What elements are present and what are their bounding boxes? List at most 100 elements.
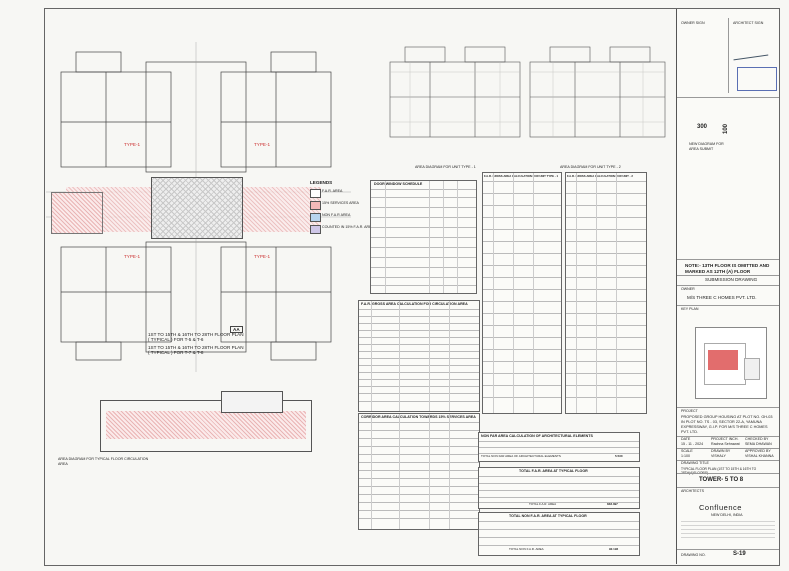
checked-label: CHECKED BY	[745, 437, 769, 441]
title-block: OWNER SIGN ARCHITECT SIGN 300 100 NEW DI…	[676, 9, 779, 564]
table-title: F.A.R. GROSS AREA CALCULATION FOR UNIT -…	[567, 174, 633, 178]
scale-number: 300	[697, 124, 708, 130]
date-value: 15 - 11 - 2024	[681, 442, 704, 446]
drawn-label: DRAWN BY	[711, 449, 731, 453]
total-non-far-value: 92.192	[609, 547, 619, 551]
legend-swatch	[310, 201, 321, 210]
scale-value: 1:100	[681, 454, 690, 458]
plan-note: ( TYPICAL ) FOR T-5 & T-6	[148, 337, 204, 342]
non-far-total-value: 5.530	[615, 454, 623, 458]
submission-label: SUBMISSION DRAWING	[705, 277, 758, 282]
legend-label: COUNTED IN 15% F.A.R. AREA	[322, 225, 374, 229]
drawing-no: S-19	[733, 551, 746, 557]
project-incharge-value: Rachna Sehrawat	[711, 442, 740, 446]
key-plan-label: KEY PLAN	[681, 307, 699, 311]
legend-swatch	[310, 189, 321, 198]
legend-item: 15% SERVICES AREA	[310, 200, 362, 212]
signature-mark	[730, 34, 769, 61]
project-label: PROJECT	[681, 409, 698, 413]
non-far-elements-table: NON FAR AREA CALCULATION OF ARCHITECTURA…	[478, 432, 640, 462]
plan-note: 1ST TO 15TH & 16TH TO 28TH FLOOR PLAN	[148, 332, 244, 337]
legend-item: F.A.R. AREA	[310, 188, 362, 200]
drawing-title-label: DRAWING TITLE	[681, 461, 709, 465]
staircase-area	[51, 192, 103, 234]
corridor-services-table: CORRIDOR AREA CALCULATION TOWARDS 15% SE…	[358, 413, 480, 530]
scale-label: SCALE	[681, 449, 693, 453]
legend-swatch	[310, 225, 321, 234]
legend: LEGENDS F.A.R. AREA 15% SERVICES AREA NO…	[310, 180, 374, 236]
unit-type-1-diagram	[385, 42, 525, 147]
legend-item: COUNTED IN 15% F.A.R. AREA	[310, 224, 374, 236]
architects-label: ARCHITECTS	[681, 489, 704, 493]
door-window-schedule: DOOR WINDOW SCHEDULE	[370, 180, 477, 294]
firm-name: Confluence	[699, 503, 742, 512]
total-far-label: TOTAL F.A.R. AREA	[529, 502, 557, 506]
project-description: PROPOSED GROUP HOUSING AT PLOT NO. GH-03…	[681, 415, 773, 434]
floor-plan-typical: TYPE-1 TYPE-1 TYPE-1 TYPE-1 AA	[46, 42, 351, 372]
unit-tag: TYPE-1	[124, 254, 141, 259]
total-far-table: TOTAL F.A.R. AREA AT TYPICAL FLOOR TOTAL…	[478, 467, 640, 509]
scale-caption: NEW DIAGRAM FOR	[689, 142, 724, 146]
checked-value: SEMA DHAWAN	[745, 442, 772, 446]
approved-label: APPROVED BY	[745, 449, 771, 453]
unit-type-1-caption: AREA DIAGRAM FOR UNIT TYPE - 1	[415, 165, 476, 169]
key-plan-tower-highlight	[708, 350, 738, 370]
total-non-far-table: TOTAL NON F.A.R. AREA AT TYPICAL FLOOR T…	[478, 512, 640, 556]
scale-number: 100	[723, 123, 730, 135]
legend-label: NON F.A.R AREA	[322, 213, 351, 217]
table-title: TOTAL F.A.R. AREA AT TYPICAL FLOOR	[519, 469, 588, 473]
unit-type-2-diagram	[525, 42, 670, 147]
table-title: DOOR WINDOW SCHEDULE	[374, 182, 423, 186]
approved-value: VISHAL KHANNA	[745, 454, 774, 458]
scale-caption: AREA SUBMIT	[689, 147, 714, 151]
architect-sign-label: ARCHITECT SIGN	[733, 21, 764, 25]
legend-item: NON F.A.R AREA	[310, 212, 362, 224]
key-plan	[695, 327, 767, 399]
owner-sign-label: OWNER SIGN	[681, 21, 705, 25]
project-incharge-label: PROJECT INCH.	[711, 437, 739, 441]
floor-note: NOTE:- 13TH FLOOR IS OMITTED AND MARKED …	[685, 263, 770, 274]
unit-type-1-linework	[389, 46, 521, 138]
unit-tag: TYPE-1	[254, 142, 271, 147]
table-title: NON FAR AREA CALCULATION OF ARCHITECTURA…	[481, 434, 593, 438]
total-non-far-label: TOTAL NON F.A.R. AREA	[509, 547, 544, 551]
legend-label: F.A.R. AREA	[322, 189, 343, 193]
lift-box	[221, 391, 283, 413]
table-title: F.A.R. GROSS AREA CALCULATION FOR UNIT T…	[484, 174, 559, 178]
unit-type-2-linework	[529, 46, 666, 138]
plan-notes: 1ST TO 15TH & 16TH TO 28TH FLOOR PLAN ( …	[148, 332, 244, 355]
drawing-no-label: DRAWING NO.	[681, 553, 706, 557]
firm-location: NEW DELHI, INDIA	[711, 513, 743, 517]
legend-swatch	[310, 213, 321, 222]
firm-address-lines	[681, 521, 775, 541]
date-label: DATE	[681, 437, 691, 441]
approval-stamp	[737, 67, 777, 91]
plan-note: ( TYPICAL ) FOR T-7 & T-8	[148, 350, 204, 355]
unit-tag: TYPE-1	[254, 254, 271, 259]
circulation-caption: AREA DIAGRAM FOR TYPICAL FLOOR CIRCULATI…	[58, 457, 149, 461]
circulation-caption: AREA	[58, 462, 68, 466]
lift-core	[151, 177, 243, 239]
drawn-value: VISHALY	[711, 454, 726, 458]
table-title: CORRIDOR AREA CALCULATION TOWARDS 15% SE…	[361, 415, 476, 419]
key-plan-tower	[744, 358, 760, 380]
total-far-value: 848.397	[607, 502, 618, 506]
legend-label: 15% SERVICES AREA	[322, 201, 359, 205]
unit-type-1-far-table: F.A.R. GROSS AREA CALCULATION FOR UNIT T…	[482, 172, 562, 414]
unit-type-2-far-table: F.A.R. GROSS AREA CALCULATION FOR UNIT -…	[565, 172, 647, 414]
circulation-hatch	[106, 411, 306, 439]
signature-divider	[728, 18, 729, 93]
owner-name: M/S THREE C HOMES PVT. LTD.	[687, 295, 757, 300]
far-circulation-table: F.A.R. GROSS AREA CALCULATION FOR CIRCUL…	[358, 300, 480, 412]
non-far-total-label: TOTAL NON FAR AREA OF ARCHITECTURAL ELEM…	[481, 454, 561, 458]
sheet-border	[44, 8, 780, 566]
circulation-area-diagram	[100, 391, 312, 452]
plan-note: 1ST TO 15TH & 16TH TO 28TH FLOOR PLAN	[148, 345, 244, 350]
table-title: F.A.R. GROSS AREA CALCULATION FOR CIRCUL…	[361, 302, 468, 306]
owner-label: OWNER	[681, 287, 695, 291]
tower-label: TOWER- 5 TO 8	[699, 477, 744, 483]
unit-tag: TYPE-1	[124, 142, 141, 147]
legend-title: LEGENDS	[310, 180, 333, 185]
unit-type-2-caption: AREA DIAGRAM FOR UNIT TYPE - 2	[560, 165, 621, 169]
